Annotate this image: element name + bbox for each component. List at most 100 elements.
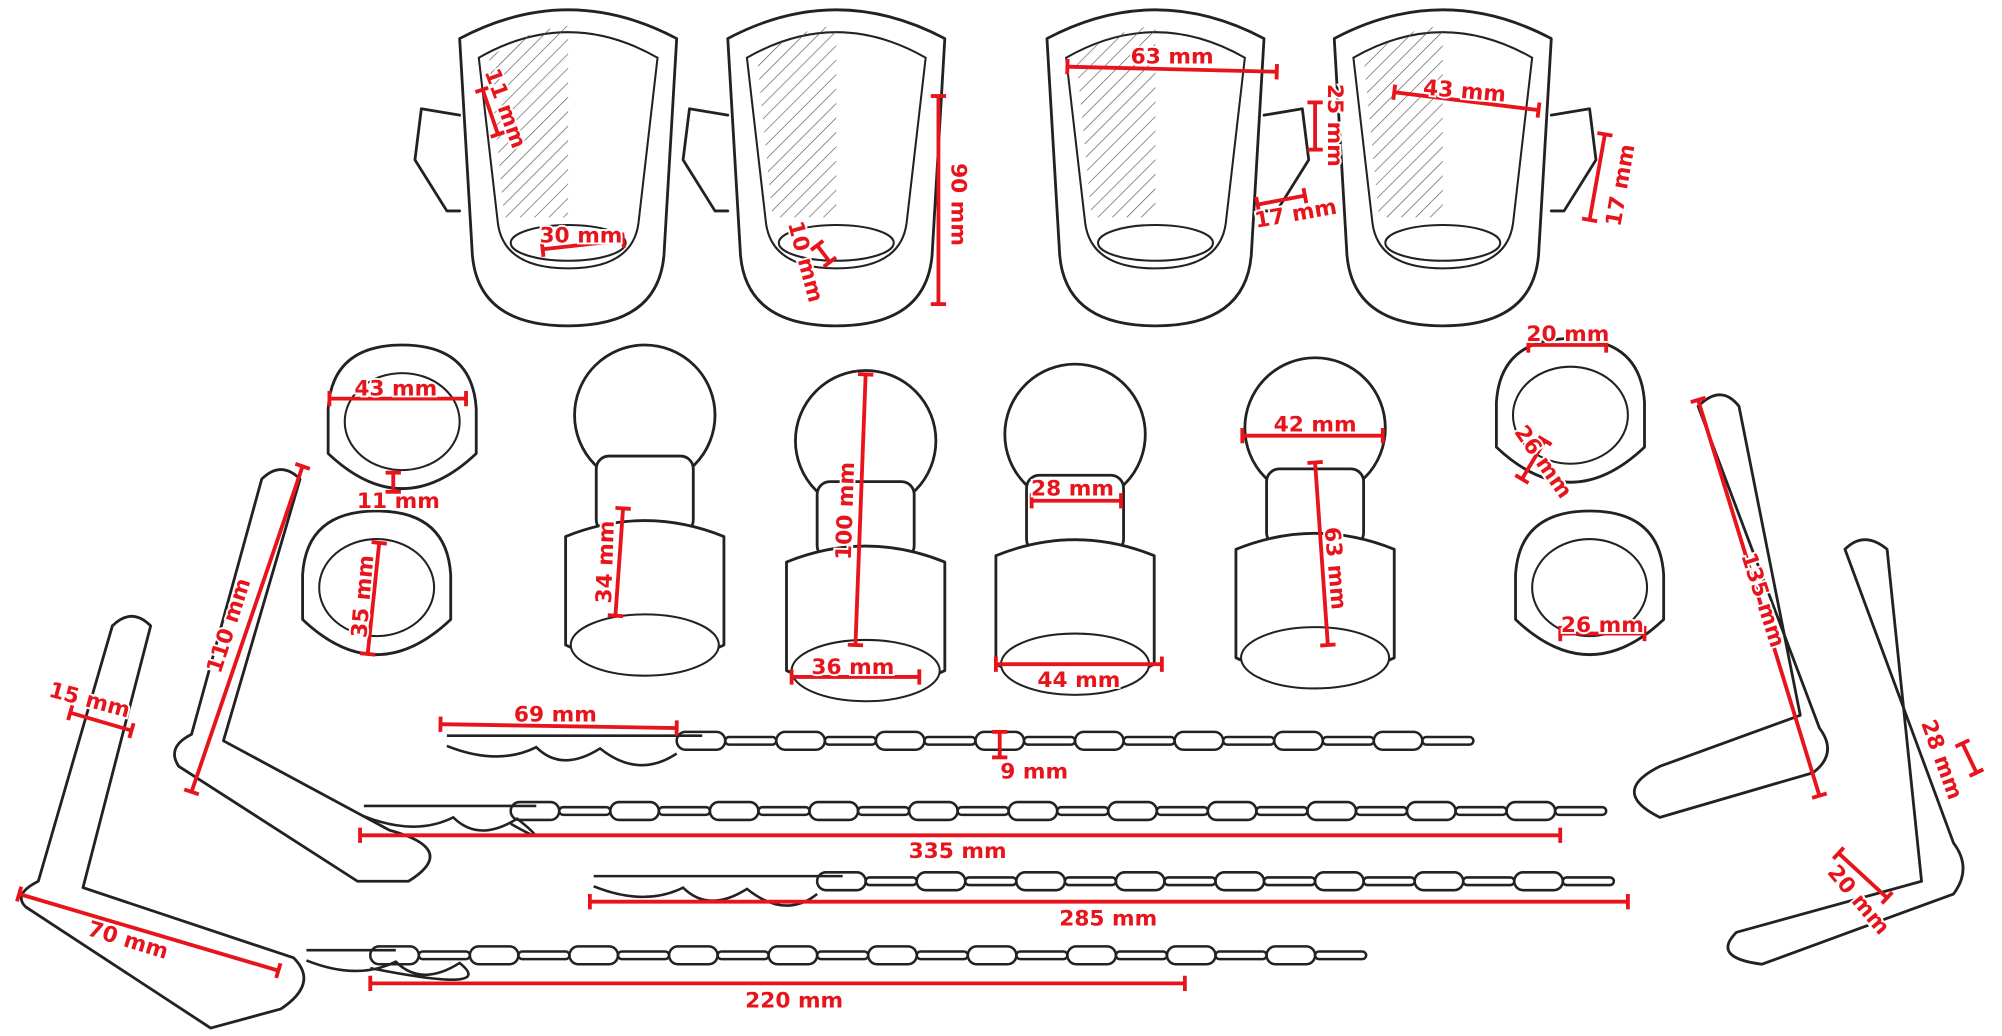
cup-hatching [757, 25, 837, 218]
dimension-tick [15, 886, 24, 902]
chain-link [1255, 805, 1309, 817]
dimension: 335 mm [358, 827, 1563, 866]
cup-hatching [1363, 25, 1443, 218]
dimension-tick [539, 241, 546, 258]
cup-holder [413, 8, 679, 328]
chains-layer [305, 730, 1616, 981]
dimension-tick [274, 962, 283, 979]
cup-hatching [489, 25, 569, 218]
dimension-line [1696, 399, 1822, 797]
ring-inner [318, 538, 436, 638]
chain-link [1155, 805, 1210, 817]
chain-link [963, 876, 1018, 887]
dimension: 20 mm [1525, 320, 1611, 353]
dimension-label: 36 mm [811, 655, 894, 680]
dimension-tick [1597, 131, 1613, 138]
dimension-tick [847, 642, 864, 648]
chain-link [417, 950, 472, 961]
dimension: 9 mm [992, 729, 1070, 787]
chain-link [864, 876, 919, 887]
dimension-label: 43 mm [354, 377, 437, 402]
dimension-tick [1831, 846, 1846, 861]
dimension-tick [1254, 196, 1261, 213]
dimension-tick [1535, 102, 1542, 118]
chain-link [667, 945, 719, 966]
clip-bracket [1549, 107, 1598, 213]
dimension: 43 mm [327, 375, 468, 407]
ball-base-face [569, 613, 720, 677]
chain-link [808, 800, 860, 822]
dimension-line [815, 244, 832, 264]
clip-bracket [681, 107, 730, 213]
dimension-label: 90 mm [946, 163, 971, 246]
chain-link [1214, 950, 1268, 961]
chain-with-clip [593, 871, 1616, 907]
dimension-label: 9 mm [1000, 760, 1068, 785]
chain-link [1114, 950, 1169, 961]
dimension-line [440, 722, 677, 730]
clip-bracket [1262, 107, 1311, 213]
spring-clip [446, 734, 703, 767]
ball-mount [564, 343, 726, 677]
ball-mount [785, 369, 947, 703]
dimension-label: 26 mm [1561, 613, 1644, 638]
chain-link [1372, 730, 1424, 752]
dimension-tick [607, 613, 624, 619]
chain-link [1015, 871, 1067, 892]
chain-link [1461, 876, 1516, 887]
chain-link [723, 735, 778, 746]
dimension-label: 11 mm [357, 489, 440, 514]
chain-link [1321, 735, 1376, 746]
dimension-line [542, 238, 624, 252]
dimension-line [1960, 742, 1979, 774]
chain-link [767, 945, 819, 966]
dimension: 25 mm [1307, 82, 1349, 169]
ring-insert [1494, 337, 1646, 484]
chain-link [1106, 800, 1159, 822]
dimension-label: 285 mm [1059, 907, 1157, 932]
chain-link [1512, 871, 1565, 892]
dimension: 285 mm [587, 894, 1630, 933]
chain-link [775, 730, 827, 752]
dimension: 42 mm [1240, 411, 1385, 444]
chain-link [1015, 950, 1069, 961]
cup-hatching [1076, 25, 1156, 218]
chain-link [1553, 805, 1608, 817]
chain-link [616, 950, 671, 961]
dimension-tick [359, 651, 376, 657]
chain-link [856, 805, 911, 817]
dimension-label: 135 mm [1735, 550, 1789, 651]
chain-link [915, 871, 967, 892]
chain-link [1313, 950, 1368, 961]
dimension-tick [1301, 187, 1309, 204]
chain-link [1055, 805, 1110, 817]
cup-bottom [509, 223, 627, 262]
dimension: 63 mm [1065, 43, 1279, 80]
chain-link [716, 950, 770, 961]
dimension-tick [809, 239, 825, 252]
dimension-line [1067, 64, 1277, 74]
cup-holder [681, 8, 947, 328]
chain-link [657, 805, 712, 817]
chain-with-clip [446, 730, 1475, 767]
chain-link [1405, 800, 1457, 822]
dimension-tick [66, 704, 75, 721]
dimension-line [853, 374, 868, 646]
chain-link [557, 805, 612, 817]
chain-link [956, 805, 1010, 817]
dimension-tick [1954, 738, 1971, 749]
dimension-label: 28 mm [1031, 476, 1114, 501]
dimension-label: 335 mm [909, 839, 1007, 864]
dimension: 69 mm [438, 700, 679, 736]
dimension-line [189, 465, 305, 793]
dimension-tick [1581, 216, 1598, 224]
parts-layer [19, 8, 1965, 1030]
ball-base-face [1240, 626, 1391, 690]
dimension: 30 mm [538, 222, 626, 258]
clip-bracket [413, 107, 462, 213]
cup-holder [1045, 8, 1311, 328]
dimension-label: 63 mm [1131, 45, 1214, 70]
dimension: 90 mm [930, 94, 973, 307]
ball-mount [994, 362, 1156, 696]
dimension-label: 20 mm [1526, 322, 1609, 347]
